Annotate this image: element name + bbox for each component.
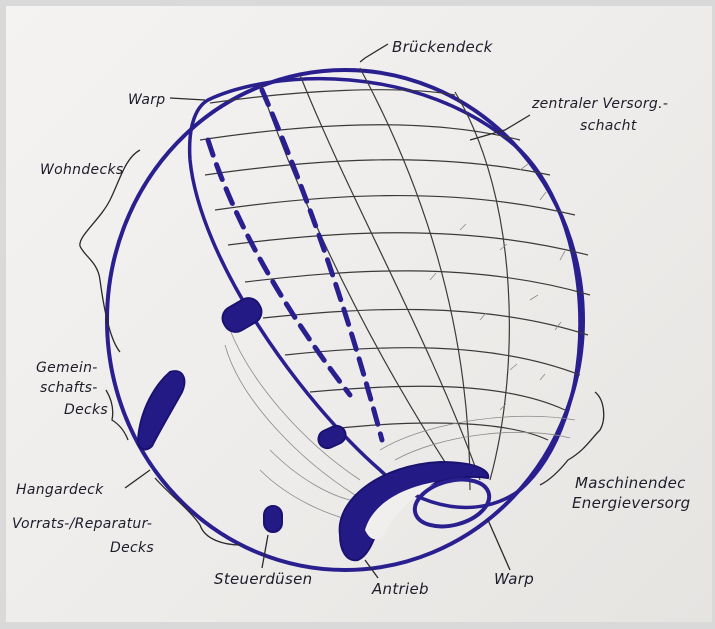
- label-zentraler-1: zentraler Versorg.-: [531, 96, 668, 112]
- label-hangardeck: Hangardeck: [16, 482, 104, 498]
- label-warp-top: Warp: [128, 92, 166, 108]
- label-steuerduesen: Steuerdüsen: [214, 570, 312, 588]
- label-zentraler-2: schacht: [580, 118, 637, 134]
- central-shaft: [208, 90, 382, 440]
- label-gemein-2: schafts-: [40, 380, 98, 396]
- label-gemein-1: Gemein-: [36, 360, 98, 376]
- shading-strokes: [225, 164, 575, 520]
- label-vorrats-2: Decks: [110, 540, 154, 556]
- label-maschinen-2: Energieversorg: [572, 494, 690, 512]
- thruster-pod-low: [264, 506, 282, 532]
- label-vorrats-1: Vorrats-/Reparatur-: [12, 516, 152, 532]
- label-gemein-3: Decks: [64, 402, 108, 418]
- hangar-pod-upper: [218, 294, 266, 337]
- label-maschinen-1: Maschinendec: [575, 474, 686, 492]
- label-warp-bottom: Warp: [494, 570, 534, 588]
- deck-lines: [200, 90, 590, 440]
- cutaway-ellipse: [190, 79, 580, 508]
- community-decks-blob: [138, 371, 184, 449]
- label-wohndecks: Wohndecks: [40, 162, 123, 178]
- label-antrieb: Antrieb: [371, 580, 429, 598]
- label-brueckendeck: Brückendeck: [392, 38, 494, 56]
